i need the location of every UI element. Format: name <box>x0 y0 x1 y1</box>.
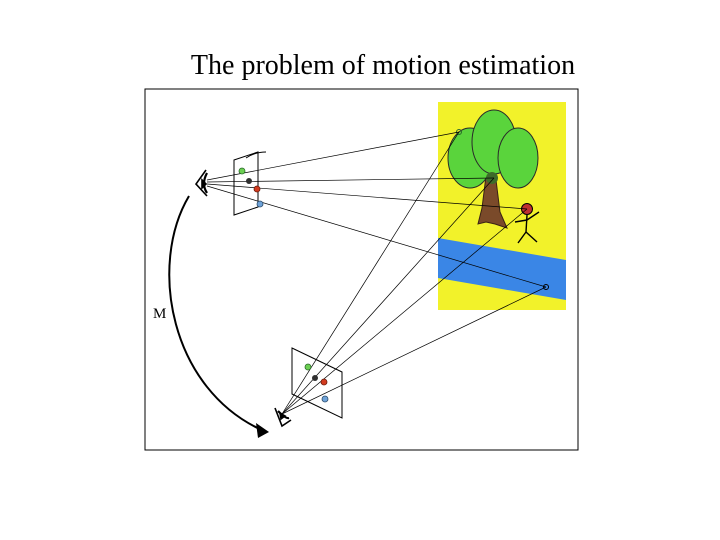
motion-label: M <box>153 306 166 322</box>
river <box>438 238 566 300</box>
scene-panel <box>438 102 566 310</box>
image-point-red-bottom <box>320 378 328 386</box>
slide-title: The problem of motion estimation <box>190 50 576 81</box>
image-point-blue-top <box>256 200 264 208</box>
image-point-red-top <box>253 185 261 193</box>
motion-arrowhead <box>256 423 269 438</box>
scene-point-green <box>456 129 462 135</box>
image-plane-top <box>233 151 259 216</box>
eye-icon-bottom <box>274 407 292 428</box>
image-plane-bottom <box>291 347 343 419</box>
image-point-black-top <box>246 178 252 184</box>
image-point-blue-bottom <box>321 395 329 403</box>
motion-arc <box>168 195 265 432</box>
image-point-green-top <box>238 167 246 175</box>
image-point-green-bottom <box>304 363 312 371</box>
projection-rays-top <box>206 131 547 288</box>
eye-icon-top <box>194 169 208 197</box>
scene-point-river <box>543 284 549 290</box>
image-point-black-bottom <box>312 375 318 381</box>
